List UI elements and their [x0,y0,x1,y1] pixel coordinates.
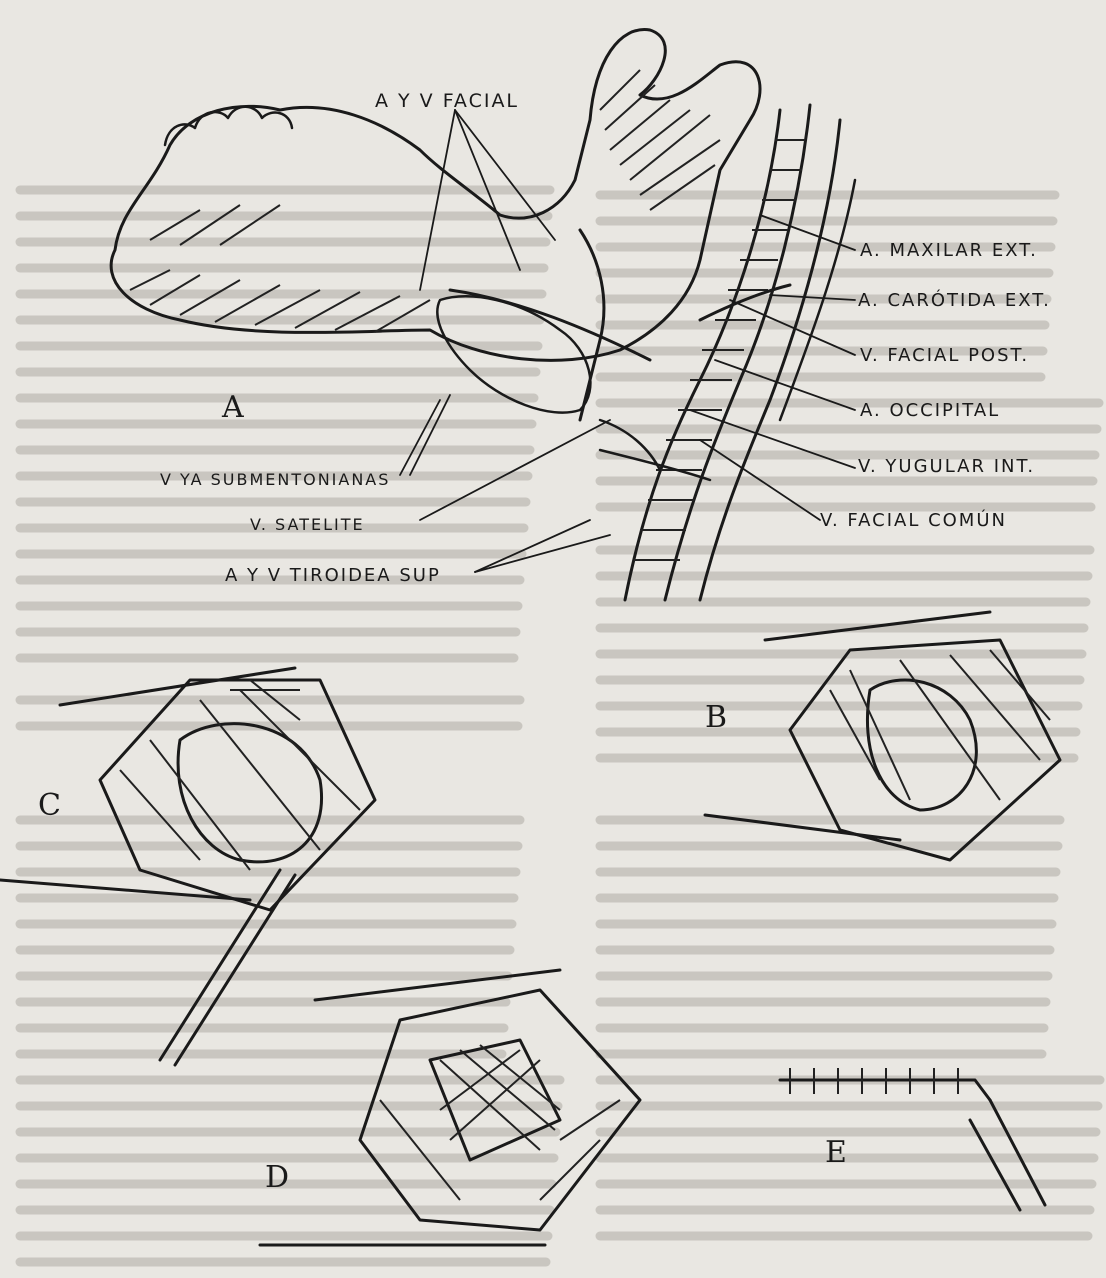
panel-letter-e: E [825,1135,847,1170]
panel-c-drawing [0,668,375,1065]
panel-letter-c: C [38,788,61,823]
label-submentonianas: V YA SUBMENTONIANAS [160,470,390,489]
panel-letter-a: A [222,390,244,425]
panel-a-drawing [111,30,855,600]
label-occipital: A. OCCIPITAL [860,400,1000,421]
label-yugular-int: V. YUGULAR INT. [858,456,1035,477]
label-maxilar-ext: A. MAXILAR EXT. [860,240,1038,261]
panel-letter-b: B [705,700,727,735]
panel-e-drawing [780,1068,1045,1210]
label-tiroidea-sup: A Y V TIROIDEA SUP [225,565,441,586]
label-satelite: V. SATELITE [250,515,365,534]
panel-d-drawing [260,970,640,1245]
panel-b-drawing [705,612,1060,860]
label-a-y-v-facial: A Y V FACIAL [375,90,519,112]
label-carotida-ext: A. CARÓTIDA EXT. [858,290,1051,311]
label-facial-comun: V. FACIAL COMÚN [820,510,1007,531]
label-facial-post: V. FACIAL POST. [860,345,1029,366]
panel-letter-d: D [265,1160,289,1195]
